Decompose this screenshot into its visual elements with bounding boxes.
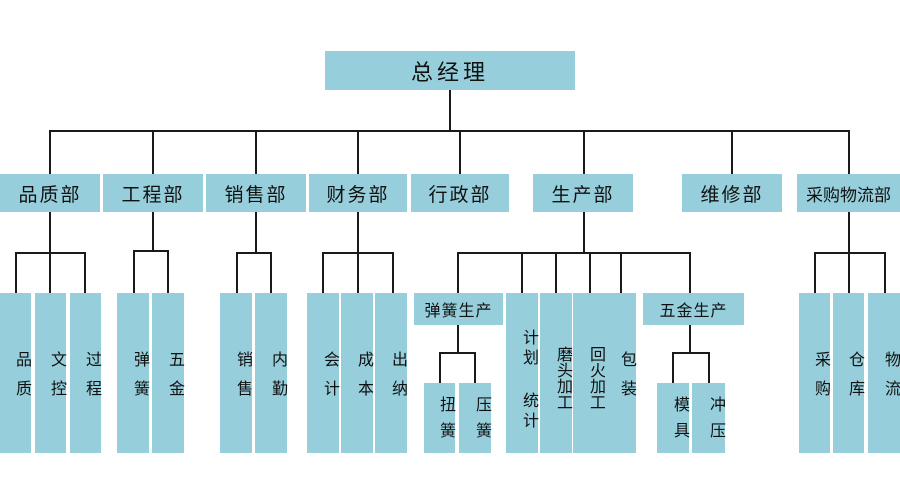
connector-line (49, 252, 51, 293)
unit-quality-box: 品质 (0, 293, 32, 453)
connector-line (457, 325, 459, 354)
unit-accounting-box: 会计 (307, 293, 340, 453)
dept-admin-box: 行政部 (411, 174, 509, 212)
unit-logistics-box: 物流 (868, 293, 900, 453)
connector-line (474, 352, 476, 383)
connector-line (167, 250, 169, 293)
connector-line (459, 130, 461, 174)
connector-line (270, 252, 272, 293)
connector-line (357, 252, 359, 293)
connector-line (439, 352, 441, 383)
unit-planning-statistics-box: 计划 统计 (506, 293, 539, 453)
connector-line (689, 252, 691, 293)
connector-line (84, 252, 86, 293)
general-manager-box: 总经理 (325, 51, 575, 90)
unit-packaging-box: 包装 (605, 293, 637, 453)
unit-hardware-production-box: 五金生产 (643, 293, 744, 325)
unit-process-box: 过程 (70, 293, 102, 453)
connector-line (255, 130, 257, 174)
connector-line (322, 252, 324, 293)
dept-purchasing-logistics-box: 采购物流部 (797, 174, 900, 212)
connector-line (357, 212, 359, 254)
connector-line (672, 352, 674, 383)
dept-sales-box: 销售部 (206, 174, 306, 212)
connector-line (449, 90, 451, 132)
connector-line (848, 212, 850, 254)
connector-line (152, 212, 154, 252)
unit-sales-box: 销售 (220, 293, 253, 453)
connector-line (392, 252, 394, 293)
connector-line (848, 252, 850, 293)
unit-spring-production-box: 弹簧生产 (414, 293, 503, 325)
connector-line (521, 252, 523, 293)
unit-compression-spring-box: 压簧 (459, 383, 492, 453)
dept-quality-box: 品质部 (0, 174, 100, 212)
connector-line (49, 212, 51, 254)
unit-grinding-box: 磨头加工 (540, 293, 573, 453)
dept-production-box: 生产部 (533, 174, 633, 212)
connector-line (672, 352, 710, 354)
connector-line (814, 252, 816, 293)
unit-internal-service-box: 内勤 (255, 293, 288, 453)
connector-line (49, 130, 51, 174)
unit-hardware-eng-box: 五金 (152, 293, 185, 453)
unit-tempering-box: 回火加工 (573, 293, 606, 453)
unit-cashier-box: 出纳 (375, 293, 408, 453)
connector-line (49, 130, 850, 132)
connector-line (152, 130, 154, 174)
connector-line (133, 250, 169, 252)
connector-line (236, 252, 272, 254)
connector-line (884, 252, 886, 293)
connector-line (439, 352, 476, 354)
connector-line (457, 252, 459, 293)
connector-line (589, 252, 591, 293)
connector-line (583, 212, 585, 254)
connector-line (620, 252, 622, 293)
connector-line (255, 212, 257, 254)
connector-line (814, 252, 886, 254)
connector-line (555, 252, 557, 293)
unit-document-control-box: 文控 (35, 293, 67, 453)
connector-line (457, 252, 691, 254)
unit-torsion-spring-box: 扭簧 (424, 383, 456, 453)
connector-line (583, 130, 585, 174)
unit-stamping-box: 冲压 (692, 383, 726, 453)
dept-finance-box: 财务部 (309, 174, 407, 212)
connector-line (236, 252, 238, 293)
connector-line (357, 130, 359, 174)
unit-spring-eng-box: 弹簧 (117, 293, 150, 453)
connector-line (133, 250, 135, 293)
connector-line (848, 130, 850, 174)
unit-cost-box: 成本 (341, 293, 374, 453)
dept-engineering-box: 工程部 (103, 174, 203, 212)
dept-maintenance-box: 维修部 (682, 174, 782, 212)
unit-purchasing-box: 采购 (799, 293, 831, 453)
unit-warehouse-box: 仓库 (833, 293, 865, 453)
connector-line (689, 325, 691, 354)
connector-line (731, 130, 733, 174)
unit-mold-box: 模具 (657, 383, 690, 453)
connector-line (15, 252, 17, 293)
connector-line (708, 352, 710, 383)
